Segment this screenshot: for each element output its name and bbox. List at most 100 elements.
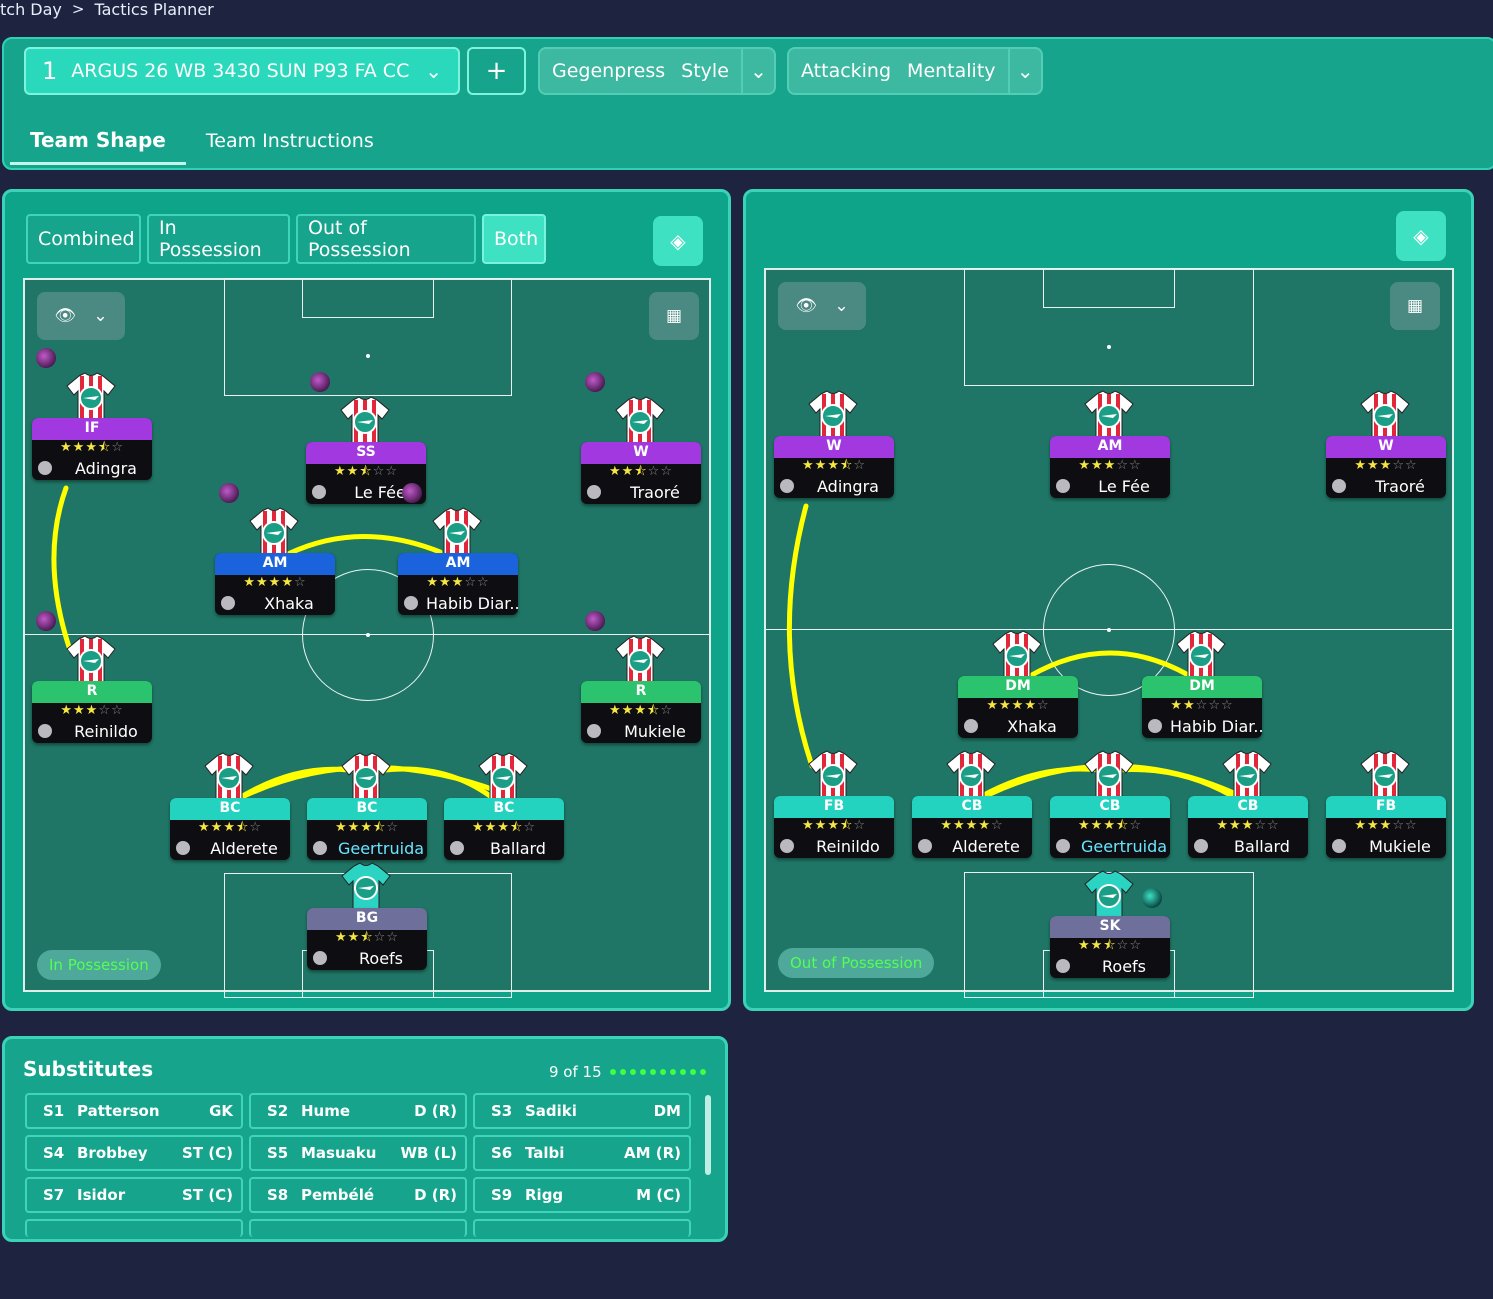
filter-in-possession[interactable]: In Possession xyxy=(147,214,290,264)
player-role: IF xyxy=(32,418,152,440)
chevron-down-icon[interactable]: ⌄ xyxy=(1007,49,1041,93)
eraser-button[interactable]: ◈ xyxy=(1396,211,1446,261)
eraser-button[interactable]: ◈ xyxy=(653,216,703,266)
player-rating-stars: ★★★★☆ xyxy=(243,575,307,590)
player-name: Reinildo xyxy=(816,836,880,856)
substitute-row[interactable] xyxy=(473,1219,691,1237)
player-instruction-icon[interactable] xyxy=(585,611,605,631)
eye-icon: 👁 xyxy=(54,306,76,326)
substitute-slot: S4 xyxy=(43,1144,65,1162)
player-name: Habib Diar... xyxy=(1170,716,1262,736)
kit-icon xyxy=(1083,390,1135,438)
kit-icon xyxy=(65,372,117,420)
kit-icon xyxy=(1221,750,1273,798)
add-tactic-button[interactable]: + xyxy=(467,47,526,95)
substitutes-scrollbar[interactable] xyxy=(705,1095,711,1175)
kit-icon xyxy=(945,750,997,798)
player-info: DM ★★★★☆ Xhaka xyxy=(958,676,1078,738)
player-rating-stars: ★★★⯪☆ xyxy=(802,458,866,473)
player-name: Xhaka xyxy=(1007,716,1057,736)
player-info: BC ★★★⯪☆ Alderete xyxy=(170,798,290,860)
player-instruction-icon[interactable] xyxy=(36,348,56,368)
chevron-down-icon[interactable]: ⌄ xyxy=(740,49,774,93)
substitute-name: Patterson xyxy=(77,1102,160,1120)
indicator-dot xyxy=(680,1069,686,1075)
player-name: Le Fée xyxy=(1098,476,1150,496)
indicator-dot xyxy=(650,1069,656,1075)
avatar-icon xyxy=(312,485,326,499)
avatar-icon xyxy=(780,839,794,853)
substitute-slot: S8 xyxy=(267,1186,289,1204)
player-info: AM ★★★☆☆ Le Fée xyxy=(1050,436,1170,498)
view-options-button[interactable]: 👁⌄ xyxy=(778,282,866,330)
left-shape-panel: Combined In Possession Out of Possession… xyxy=(2,189,731,1011)
player-instruction-icon[interactable] xyxy=(585,372,605,392)
player-role: SS xyxy=(306,442,426,464)
player-name: Ballard xyxy=(490,838,546,858)
player-role: W xyxy=(581,442,701,464)
filter-combined[interactable]: Combined xyxy=(26,214,141,264)
indicator-dot xyxy=(640,1069,646,1075)
substitute-name: Brobbey xyxy=(77,1144,148,1162)
breadcrumb-parent[interactable]: tch Day xyxy=(0,0,62,19)
player-rating-stars: ★★★★☆ xyxy=(940,818,1004,833)
player-info: AM ★★★☆☆ Habib Diar... xyxy=(398,553,518,615)
breadcrumb-current: Tactics Planner xyxy=(94,0,214,19)
mentality-dropdown[interactable]: Attacking Mentality ⌄ xyxy=(787,47,1043,95)
substitute-row[interactable] xyxy=(249,1219,467,1237)
player-instruction-icon[interactable] xyxy=(219,483,239,503)
kit-icon xyxy=(1175,630,1227,678)
player-instruction-icon[interactable] xyxy=(36,611,56,631)
filter-out-of-possession[interactable]: Out of Possession xyxy=(296,214,476,264)
player-rating-stars: ★★☆☆☆ xyxy=(1170,698,1234,713)
eraser-icon: ◈ xyxy=(670,229,686,253)
grid-toggle-button[interactable]: ▦ xyxy=(1390,282,1440,330)
player-name: Traoré xyxy=(1375,476,1425,496)
kit-icon xyxy=(1359,750,1411,798)
style-value: Gegenpress xyxy=(552,60,666,82)
avatar-icon xyxy=(964,719,978,733)
player-rating-stars: ★★★☆☆ xyxy=(1354,458,1418,473)
kit-icon xyxy=(431,507,483,555)
substitute-name: Isidor xyxy=(77,1186,126,1204)
player-role: DM xyxy=(1142,676,1262,698)
player-instruction-icon[interactable] xyxy=(402,483,422,503)
grid-toggle-button[interactable]: ▦ xyxy=(649,292,699,340)
player-rating-stars: ★★★⯪☆ xyxy=(335,820,399,835)
filter-both[interactable]: Both xyxy=(482,214,546,264)
player-instruction-icon[interactable] xyxy=(310,372,330,392)
tab-team-instructions[interactable]: Team Instructions xyxy=(205,130,374,152)
player-name: Roefs xyxy=(1102,956,1146,976)
view-options-button[interactable]: 👁⌄ xyxy=(37,292,125,340)
player-instruction-icon[interactable] xyxy=(1142,888,1162,908)
player-info: FB ★★★⯪☆ Reinildo xyxy=(774,796,894,858)
player-role: DM xyxy=(958,676,1078,698)
player-name: Adingra xyxy=(75,458,137,478)
substitute-slot: S1 xyxy=(43,1102,65,1120)
player-info: W ★★⯪☆☆ Traoré xyxy=(581,442,701,504)
tactic-number: 1 xyxy=(42,57,58,85)
substitute-row[interactable] xyxy=(25,1219,243,1237)
tab-team-shape[interactable]: Team Shape xyxy=(10,117,186,165)
tactic-selector[interactable]: 1 ARGUS 26 WB 3430 SUN P93 FA CC ⌄ xyxy=(24,47,460,95)
player-rating-stars: ★★★⯪☆ xyxy=(802,818,866,833)
player-role: AM xyxy=(215,553,335,575)
style-dropdown[interactable]: Gegenpress Style ⌄ xyxy=(538,47,776,95)
mentality-value: Attacking xyxy=(801,60,892,82)
avatar-icon xyxy=(1148,719,1162,733)
player-info: R ★★★⯪☆ Mukiele xyxy=(581,681,701,743)
substitutes-count: 9 of 15 xyxy=(549,1063,602,1081)
kit-icon xyxy=(248,507,300,555)
player-info: BG ★★⯪☆☆ Roefs xyxy=(307,908,427,970)
centre-circle xyxy=(1043,564,1175,696)
player-rating-stars: ★★★☆☆ xyxy=(1216,818,1280,833)
